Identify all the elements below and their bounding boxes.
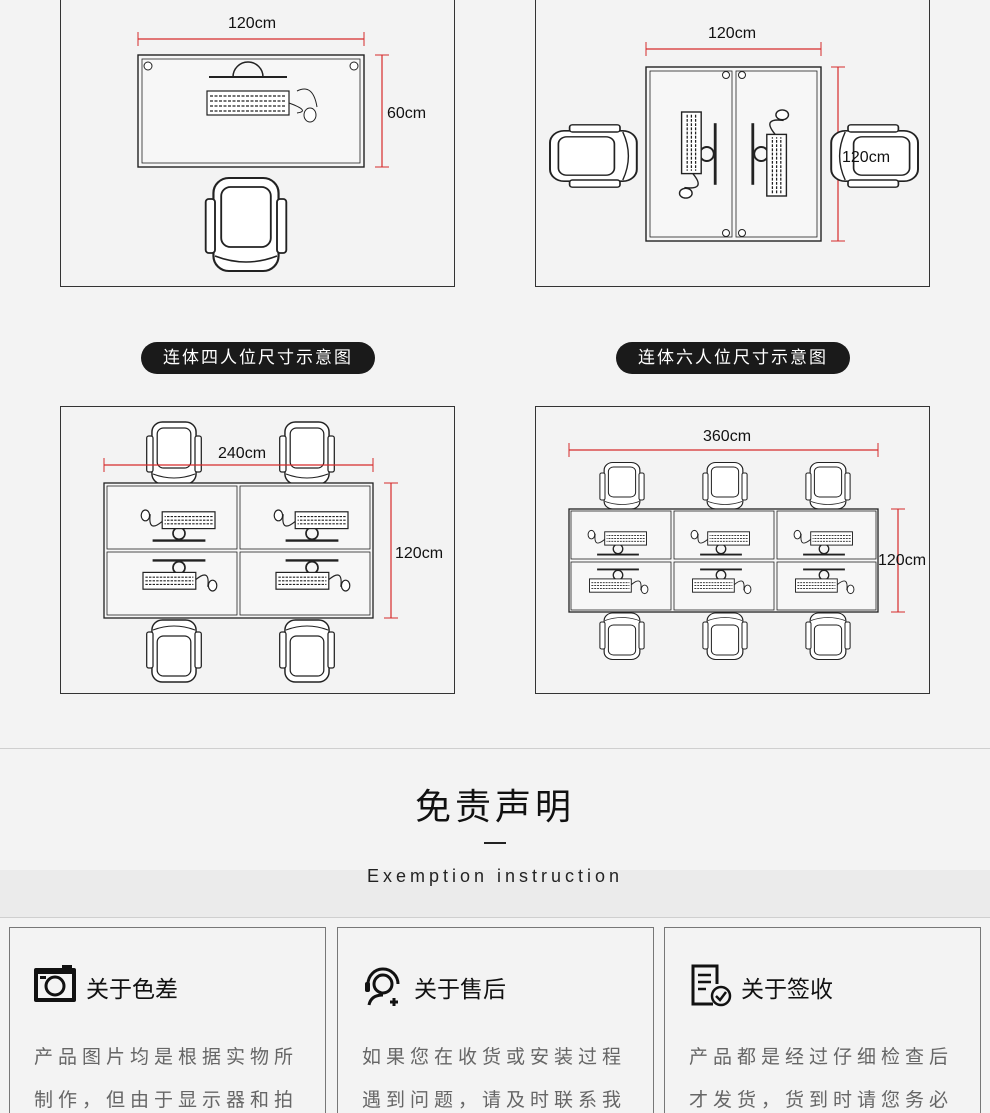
color-difference-card: 关于色差 产品图片均是根据实物所 制作，但由于显示器和拍 [9,927,326,1113]
card-heading: 关于售后 [414,977,506,1003]
single-desk-diagram: 120cm 60cm [60,0,455,287]
after-sales-card: 关于售后 如果您在收货或安装过程 遇到问题，请及时联系我 [337,927,654,1113]
card-text-line: 产品都是经过仔细检查后 [689,1046,954,1068]
width-dimension-label: 120cm [708,25,757,42]
disclaimer-subtitle: Exemption instruction [366,866,624,886]
camera-icon [34,965,76,1002]
subtitle-band [0,870,990,918]
depth-dimension-label: 120cm [395,545,444,562]
depth-dimension-label: 120cm [878,552,927,569]
disclaimer-title: 免责声明 [414,787,575,828]
card-text-line: 制作，但由于显示器和拍 [34,1089,299,1111]
two-person-desk-diagram: 120cm 120cm [535,0,930,287]
four-seat-diagram: 240cm 120cm [60,406,455,694]
title-dash [484,842,506,844]
section-divider [0,917,990,918]
six-seat-diagram-title: 连体六人位尺寸示意图 [616,342,850,374]
customer-service-icon [365,967,400,1006]
card-text-line: 遇到问题，请及时联系我 [362,1089,627,1111]
depth-dimension-label: 60cm [387,105,427,122]
card-heading: 关于色差 [86,977,178,1003]
four-seat-diagram-title: 连体四人位尺寸示意图 [141,342,375,374]
card-text-line: 产品图片均是根据实物所 [34,1046,299,1068]
card-text-line: 才发货，货到时请您务必 [689,1089,954,1111]
width-dimension-label: 120cm [228,15,277,32]
checklist-icon [691,964,732,1007]
width-dimension-label: 240cm [218,445,267,462]
width-dimension-label: 360cm [703,428,752,445]
card-heading: 关于签收 [741,977,833,1003]
depth-dimension-label: 120cm [842,149,891,166]
section-divider [0,748,990,749]
delivery-receipt-card: 关于签收 产品都是经过仔细检查后 才发货，货到时请您务必 [664,927,981,1113]
card-text-line: 如果您在收货或安装过程 [362,1046,627,1068]
six-seat-diagram: 360cm 120cm [535,406,930,694]
